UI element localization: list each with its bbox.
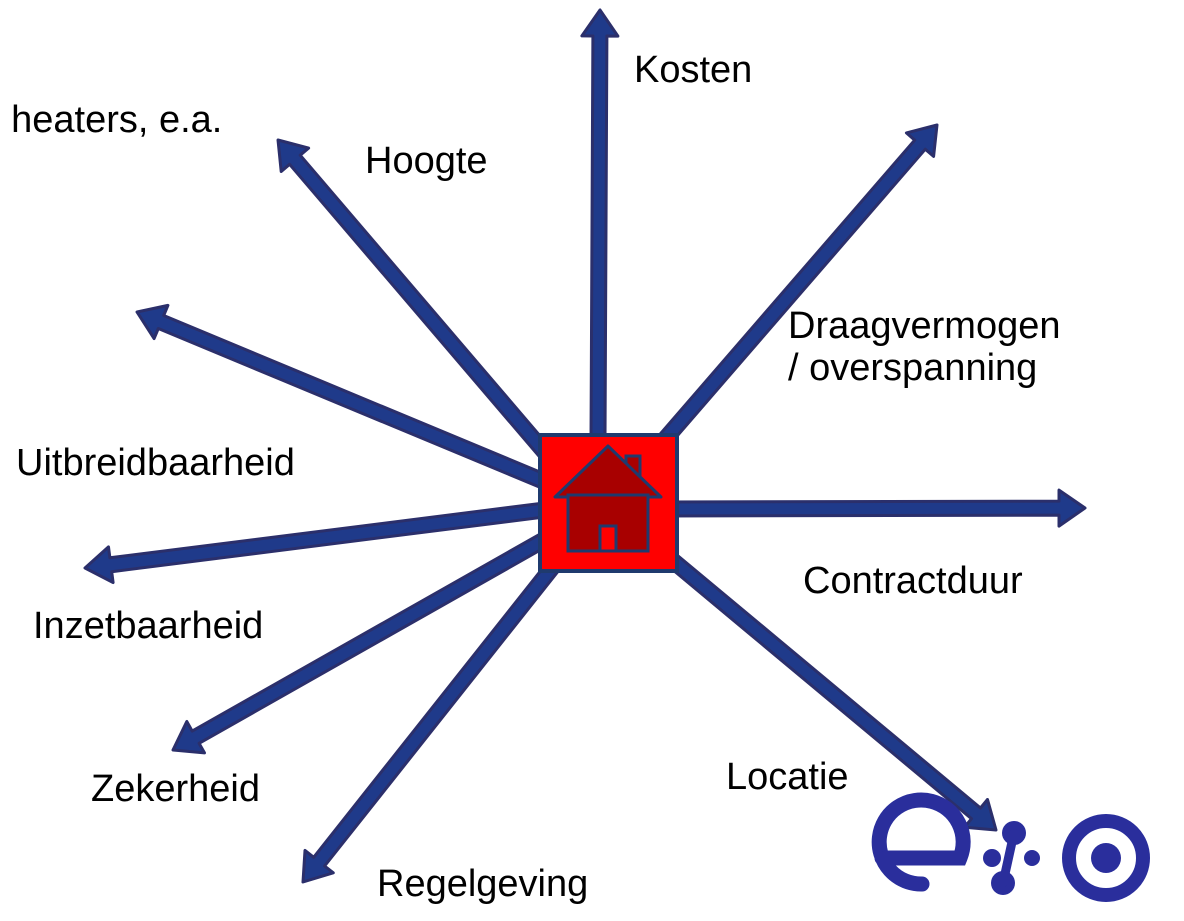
arrow-hoogte <box>276 138 567 476</box>
label-kosten: Kosten <box>634 49 753 91</box>
arrows-group <box>83 8 1087 884</box>
arrow-draagvermogen <box>653 123 939 452</box>
house-icon <box>553 444 663 553</box>
label-draagvermogen-line1: Draagvermogen <box>788 305 1061 347</box>
arrow-locatie <box>654 543 998 832</box>
arrow-uitbreidbaarheid <box>135 303 565 496</box>
label-uitbreidbaarheid: Uitbreidbaarheid <box>16 442 295 484</box>
arrow-zekerheid <box>171 520 570 755</box>
partial-text: , heaters, e.a. <box>0 99 223 141</box>
arrow-regelgeving <box>301 539 577 884</box>
center-box <box>538 433 679 573</box>
label-draagvermogen: Draagvermogen / overspanning <box>788 305 1061 390</box>
label-contractduur: Contractduur <box>803 560 1023 602</box>
exo-logo <box>871 792 1150 902</box>
label-zekerheid: Zekerheid <box>91 768 260 810</box>
arrow-kosten <box>580 8 620 442</box>
arrow-contractduur <box>658 488 1087 528</box>
label-locatie: Locatie <box>726 756 849 798</box>
label-draagvermogen-line2: / overspanning <box>788 346 1038 389</box>
label-regelgeving: Regelgeving <box>377 863 589 905</box>
label-hoogte: Hoogte <box>365 140 488 182</box>
label-inzetbaarheid: Inzetbaarheid <box>33 605 264 647</box>
arrow-inzetbaarheid <box>83 499 563 585</box>
